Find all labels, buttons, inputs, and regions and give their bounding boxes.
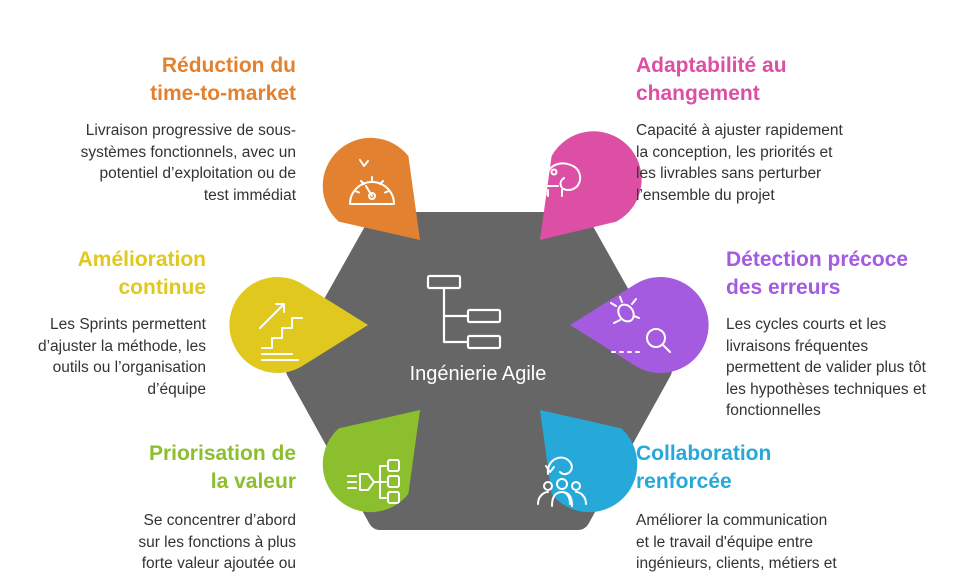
prioritize-flow-icon (347, 459, 400, 504)
hierarchy-icon (426, 274, 502, 350)
petal-continuous-improvement (229, 277, 368, 374)
continuous-improvement-description: Les Sprints permettent d’ajuster la méth… (37, 316, 206, 398)
petal-collaboration-shape (540, 410, 638, 513)
time-to-market-description: Livraison progressive de sous- systèmes … (80, 122, 296, 204)
chameleon-icon (533, 162, 582, 197)
center-label: Ingénierie Agile (410, 363, 547, 385)
petal-early-detection-shape (570, 277, 709, 374)
team-collaboration-icon (537, 456, 587, 507)
value-prioritization-description: Se concentrer d’abord sur les fonctions … (138, 512, 296, 572)
petal-collaboration (537, 410, 638, 513)
stairs-up-icon (259, 303, 303, 361)
time-to-market-title: Réduction du time-to-market (150, 54, 296, 105)
collaboration-description: Améliorer la communication et le travail… (636, 512, 837, 572)
petal-time-to-market (322, 137, 420, 240)
early-detection-description: Les cycles courts et les livraisons fréq… (726, 316, 926, 419)
petal-adaptability-shape (540, 131, 642, 240)
value-prioritization-title: Priorisation de la valeur (148, 442, 296, 493)
speedometer-icon (349, 159, 395, 205)
petal-early-detection (570, 277, 709, 374)
early-detection-title: Détection précoce des erreurs (726, 248, 909, 299)
continuous-improvement-title: Amélioration continue (77, 248, 206, 299)
adaptability-description: Capacité à ajuster rapidement la concept… (636, 122, 843, 204)
adaptability-title: Adaptabilité au changement (636, 54, 787, 105)
petal-time-to-market-shape (322, 137, 420, 240)
petal-adaptability (533, 131, 642, 240)
bug-search-icon (610, 296, 671, 353)
petal-value-prioritization (322, 410, 420, 513)
petal-continuous-improvement-shape (229, 277, 368, 374)
collaboration-title: Collaboration renforcée (636, 442, 772, 493)
